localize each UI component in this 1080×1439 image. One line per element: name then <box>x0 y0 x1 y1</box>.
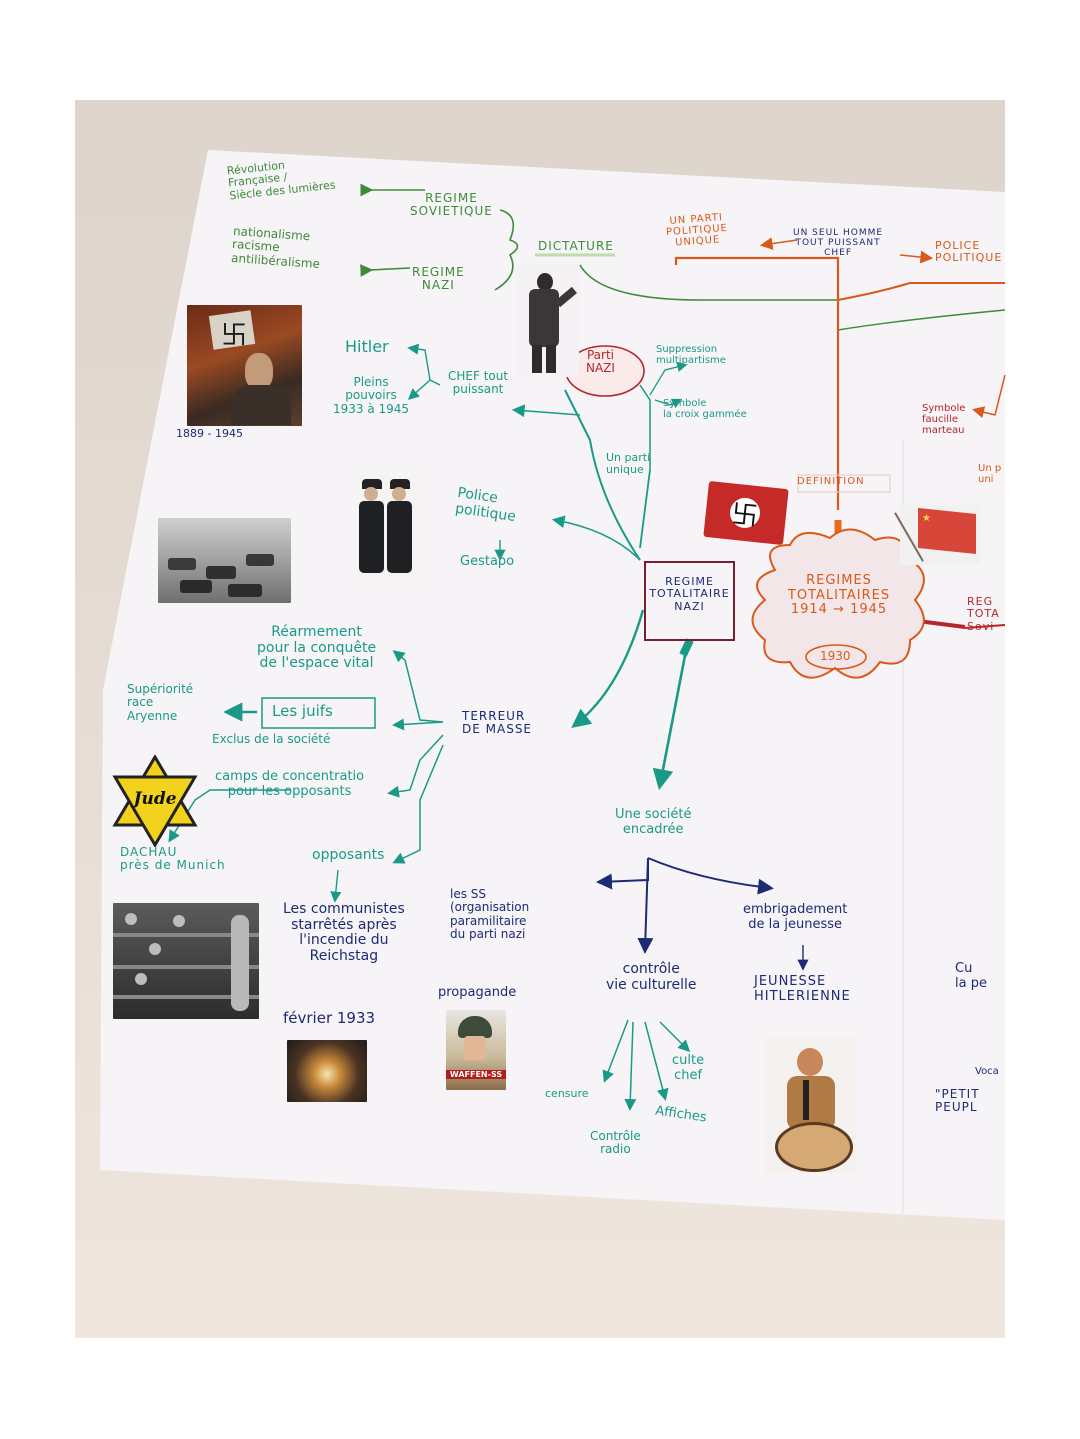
jeunesse-text: JEUNESSE HITLERIENNE <box>754 974 851 1004</box>
les-juifs-text: Les juifs <box>272 702 333 720</box>
police-officers-photo <box>356 473 417 578</box>
dictator-statue-photo <box>515 265 579 377</box>
definition-text: DEFINITION <box>797 476 865 487</box>
waffen-ss-label: WAFFEN-SS <box>446 1070 506 1079</box>
embrigadement-text: embrigadement de la jeunesse <box>743 902 848 932</box>
symbole-croix-text: Symbole la croix gammée <box>663 398 747 421</box>
hitler-youth-drummer <box>765 1038 857 1173</box>
un-seul-homme-text: UN SEUL HOMME TOUT PUISSANT CHEF <box>793 228 884 259</box>
reichstag-fire-photo <box>287 1040 367 1102</box>
soviet-flag-photo: ★ <box>894 505 980 565</box>
regime-totalitaire-nazi-text: REGIME TOTALITAIRE NAZI <box>649 575 730 613</box>
petit-peuple-text: "PETIT PEUPL <box>935 1087 980 1115</box>
right-voc-text: Voca <box>975 1066 999 1077</box>
waffen-ss-poster: WAFFEN-SS <box>446 1010 506 1090</box>
right-cu-text: Cu la pe <box>955 961 987 991</box>
fevrier-text: février 1933 <box>283 1009 376 1027</box>
yellow-star-badge: Jude <box>110 754 200 848</box>
dictature-text: DICTATURE <box>538 239 614 253</box>
nazi-flag-photo: 卐 <box>703 480 789 546</box>
rearmement-text: Réarmement pour la conquête de l'espace … <box>257 624 377 672</box>
concentration-camp-photo <box>113 903 259 1019</box>
police-politique-top-text: POLICE POLITIQUE <box>935 239 1003 265</box>
hitler-text: Hitler <box>345 337 389 356</box>
hitler-portrait-photo: 卐 <box>187 305 302 426</box>
opposants-text: opposants <box>312 847 385 863</box>
chef-tout-puissant-text: CHEF tout puissant <box>448 369 509 397</box>
reg-tota-sovi-text: REG TOTA Sovi <box>967 595 1000 633</box>
societe-encadree-text: Une société encadrée <box>615 807 692 837</box>
symbole-faucille-text: Symbole faucille marteau <box>922 403 966 437</box>
communistes-text: Les communistes starrêtés après l'incend… <box>283 901 405 965</box>
regime-sovietique-text: REGIME SOVIETIQUE <box>410 191 493 219</box>
parti-politique-unique-text: UN PARTI POLITIQUE UNIQUE <box>665 212 729 249</box>
gestapo-text: Gestapo <box>460 554 515 569</box>
nationalisme-text: nationalisme racisme antilibéralisme <box>230 223 321 271</box>
pleins-pouvoirs-text: Pleins pouvoirs 1933 à 1945 <box>333 375 410 416</box>
terreur-text: TERREUR DE MASSE <box>462 709 533 737</box>
jude-label: Jude <box>133 789 177 809</box>
hitler-dates-text: 1889 - 1945 <box>176 427 243 440</box>
controle-vie-text: contrôle vie culturelle <box>606 961 697 993</box>
un-parti-right-text: Un p uni <box>978 463 1002 486</box>
regime-nazi-top-text: REGIME NAZI <box>412 265 465 293</box>
exclus-text: Exclus de la société <box>212 732 331 746</box>
culte-chef-text: culte chef <box>672 1053 705 1083</box>
suppression-text: Suppression multipartisme <box>656 344 726 367</box>
camps-text: camps de concentratio pour les opposants <box>215 769 365 799</box>
dachau-text: DACHAU près de Munich <box>120 845 226 873</box>
controle-radio-text: Contrôle radio <box>590 1129 641 1157</box>
superiorite-text: Supériorité race Aryenne <box>127 682 194 723</box>
censure-text: censure <box>545 1087 589 1100</box>
les-ss-text: les SS (organisation paramilitaire du pa… <box>450 887 530 942</box>
propagande-text: propagande <box>438 985 517 1000</box>
year-1930-text: 1930 <box>820 649 851 663</box>
un-parti-unique-text: Un parti unique <box>606 451 651 477</box>
tanks-photo <box>158 518 291 603</box>
parti-nazi-text: Parti NAZI <box>586 348 615 376</box>
regimes-totalitaires-text: REGIMES TOTALITAIRES 1914 → 1945 <box>787 573 891 618</box>
